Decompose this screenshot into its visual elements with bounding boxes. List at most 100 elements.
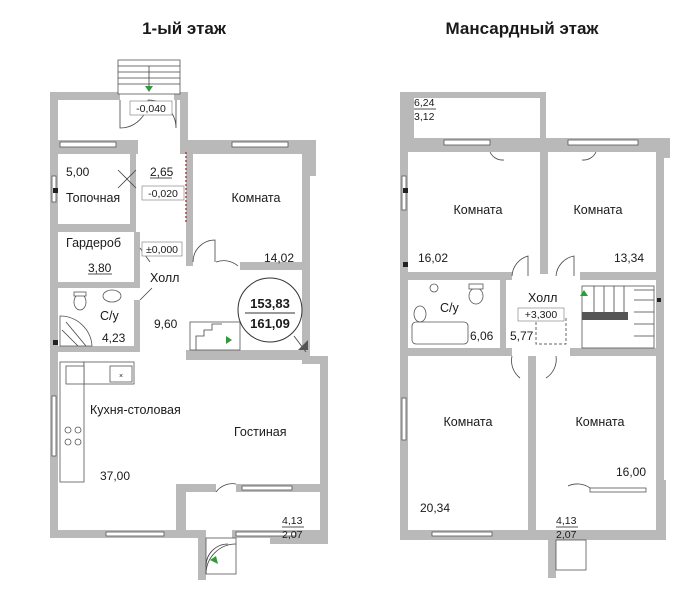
wall	[400, 92, 546, 98]
toilet-fixture	[468, 287, 484, 305]
door	[581, 151, 597, 161]
stove-burner	[74, 426, 82, 434]
su-area: 4,23	[102, 331, 126, 345]
door	[215, 483, 237, 493]
marker-icon	[657, 298, 661, 302]
marker-icon	[53, 188, 58, 193]
su-mansard-label: С/у	[440, 301, 460, 315]
komnata-tr-area: 13,34	[614, 251, 644, 265]
wall	[270, 538, 328, 544]
window	[589, 487, 647, 493]
komnata-tl-label: Комната	[454, 203, 503, 217]
door	[192, 239, 216, 263]
balcony-area-top: 6,24	[414, 97, 435, 109]
komnata-bl-label: Комната	[444, 415, 493, 429]
stove-burner	[74, 438, 82, 446]
living-label: Гостиная	[234, 425, 286, 439]
holl-mansard-area: 5,77	[510, 329, 534, 343]
marker-icon	[53, 340, 58, 345]
stove-burner	[64, 438, 72, 446]
garderob-area: 3,80	[88, 261, 112, 275]
sink-fixture	[413, 305, 427, 323]
fridge-mark: ×	[119, 373, 123, 380]
komnata-area: 14,02	[264, 251, 294, 265]
wall	[656, 150, 664, 290]
komnata-tl-area: 16,02	[418, 251, 448, 265]
marker-icon	[403, 188, 408, 193]
wall	[176, 484, 186, 538]
marker-icon	[403, 262, 408, 267]
porch	[205, 537, 237, 575]
wall	[548, 540, 556, 578]
toilet-tank	[73, 291, 87, 297]
window	[59, 141, 117, 148]
fridge	[109, 365, 133, 383]
porch-area-bottom: 2,07	[282, 529, 303, 541]
wall	[656, 356, 664, 486]
level-tag	[141, 241, 183, 257]
level-tag-text: +3,300	[525, 309, 558, 321]
door	[489, 151, 505, 161]
window	[241, 485, 293, 491]
door	[511, 355, 521, 379]
komnata-label: Комната	[232, 191, 281, 205]
stair-step	[195, 323, 222, 350]
porch-mansard-area-top: 4,13	[556, 515, 577, 527]
porch-stair	[205, 543, 229, 567]
kitchen-label: Кухня-столовая	[90, 403, 181, 417]
stove-burner	[64, 426, 72, 434]
arrow-icon	[210, 556, 218, 564]
porch-mansard-area-bottom: 2,07	[556, 529, 577, 541]
door	[545, 355, 557, 379]
wall	[408, 92, 414, 140]
window	[567, 139, 639, 146]
su-label: С/у	[100, 309, 120, 323]
window	[431, 531, 493, 537]
wall	[500, 280, 506, 348]
wall	[320, 356, 328, 540]
total-area-bottom: 161,09	[250, 316, 290, 331]
wall	[50, 92, 58, 538]
level-tag	[517, 307, 565, 322]
floor-1-title: 1-ый этаж	[142, 19, 227, 38]
stair-step	[593, 286, 654, 337]
kitchen-area: 37,00	[100, 469, 130, 483]
mansard-title: Мансардный этаж	[446, 19, 600, 38]
wall	[540, 150, 548, 274]
window	[401, 397, 407, 441]
wall	[58, 282, 140, 288]
topochnaya-area: 5,00	[66, 165, 90, 179]
shower-hatch	[61, 321, 87, 347]
wall	[528, 356, 536, 532]
wall	[176, 484, 216, 492]
komnata-tr-label: Комната	[574, 203, 623, 217]
level-tag-text: -0,020	[148, 188, 178, 200]
porch-stair	[205, 543, 237, 575]
wall	[186, 350, 306, 360]
window	[443, 139, 491, 146]
window	[51, 395, 57, 457]
door	[117, 169, 137, 189]
mansard-plan	[400, 92, 670, 578]
komnata-br-area: 16,00	[616, 465, 646, 479]
floor-1-plan: ×	[50, 59, 328, 580]
window	[235, 531, 297, 537]
arrow-up-icon	[580, 290, 588, 296]
bathtub	[411, 321, 469, 345]
door	[215, 260, 239, 267]
sink-fixture	[102, 289, 122, 303]
wall	[198, 530, 206, 580]
door	[511, 255, 529, 277]
garderob-label: Гардероб	[66, 236, 121, 250]
level-tag	[129, 100, 173, 116]
wall	[400, 92, 408, 540]
total-area-top: 153,83	[250, 296, 290, 311]
holl-mansard-label: Холл	[528, 291, 557, 305]
wall	[130, 150, 136, 224]
wall	[408, 272, 512, 280]
wall	[656, 290, 664, 360]
balcony-area-bottom: 3,12	[414, 111, 435, 123]
porch-area-top: 4,13	[282, 515, 303, 527]
wall	[50, 92, 120, 100]
